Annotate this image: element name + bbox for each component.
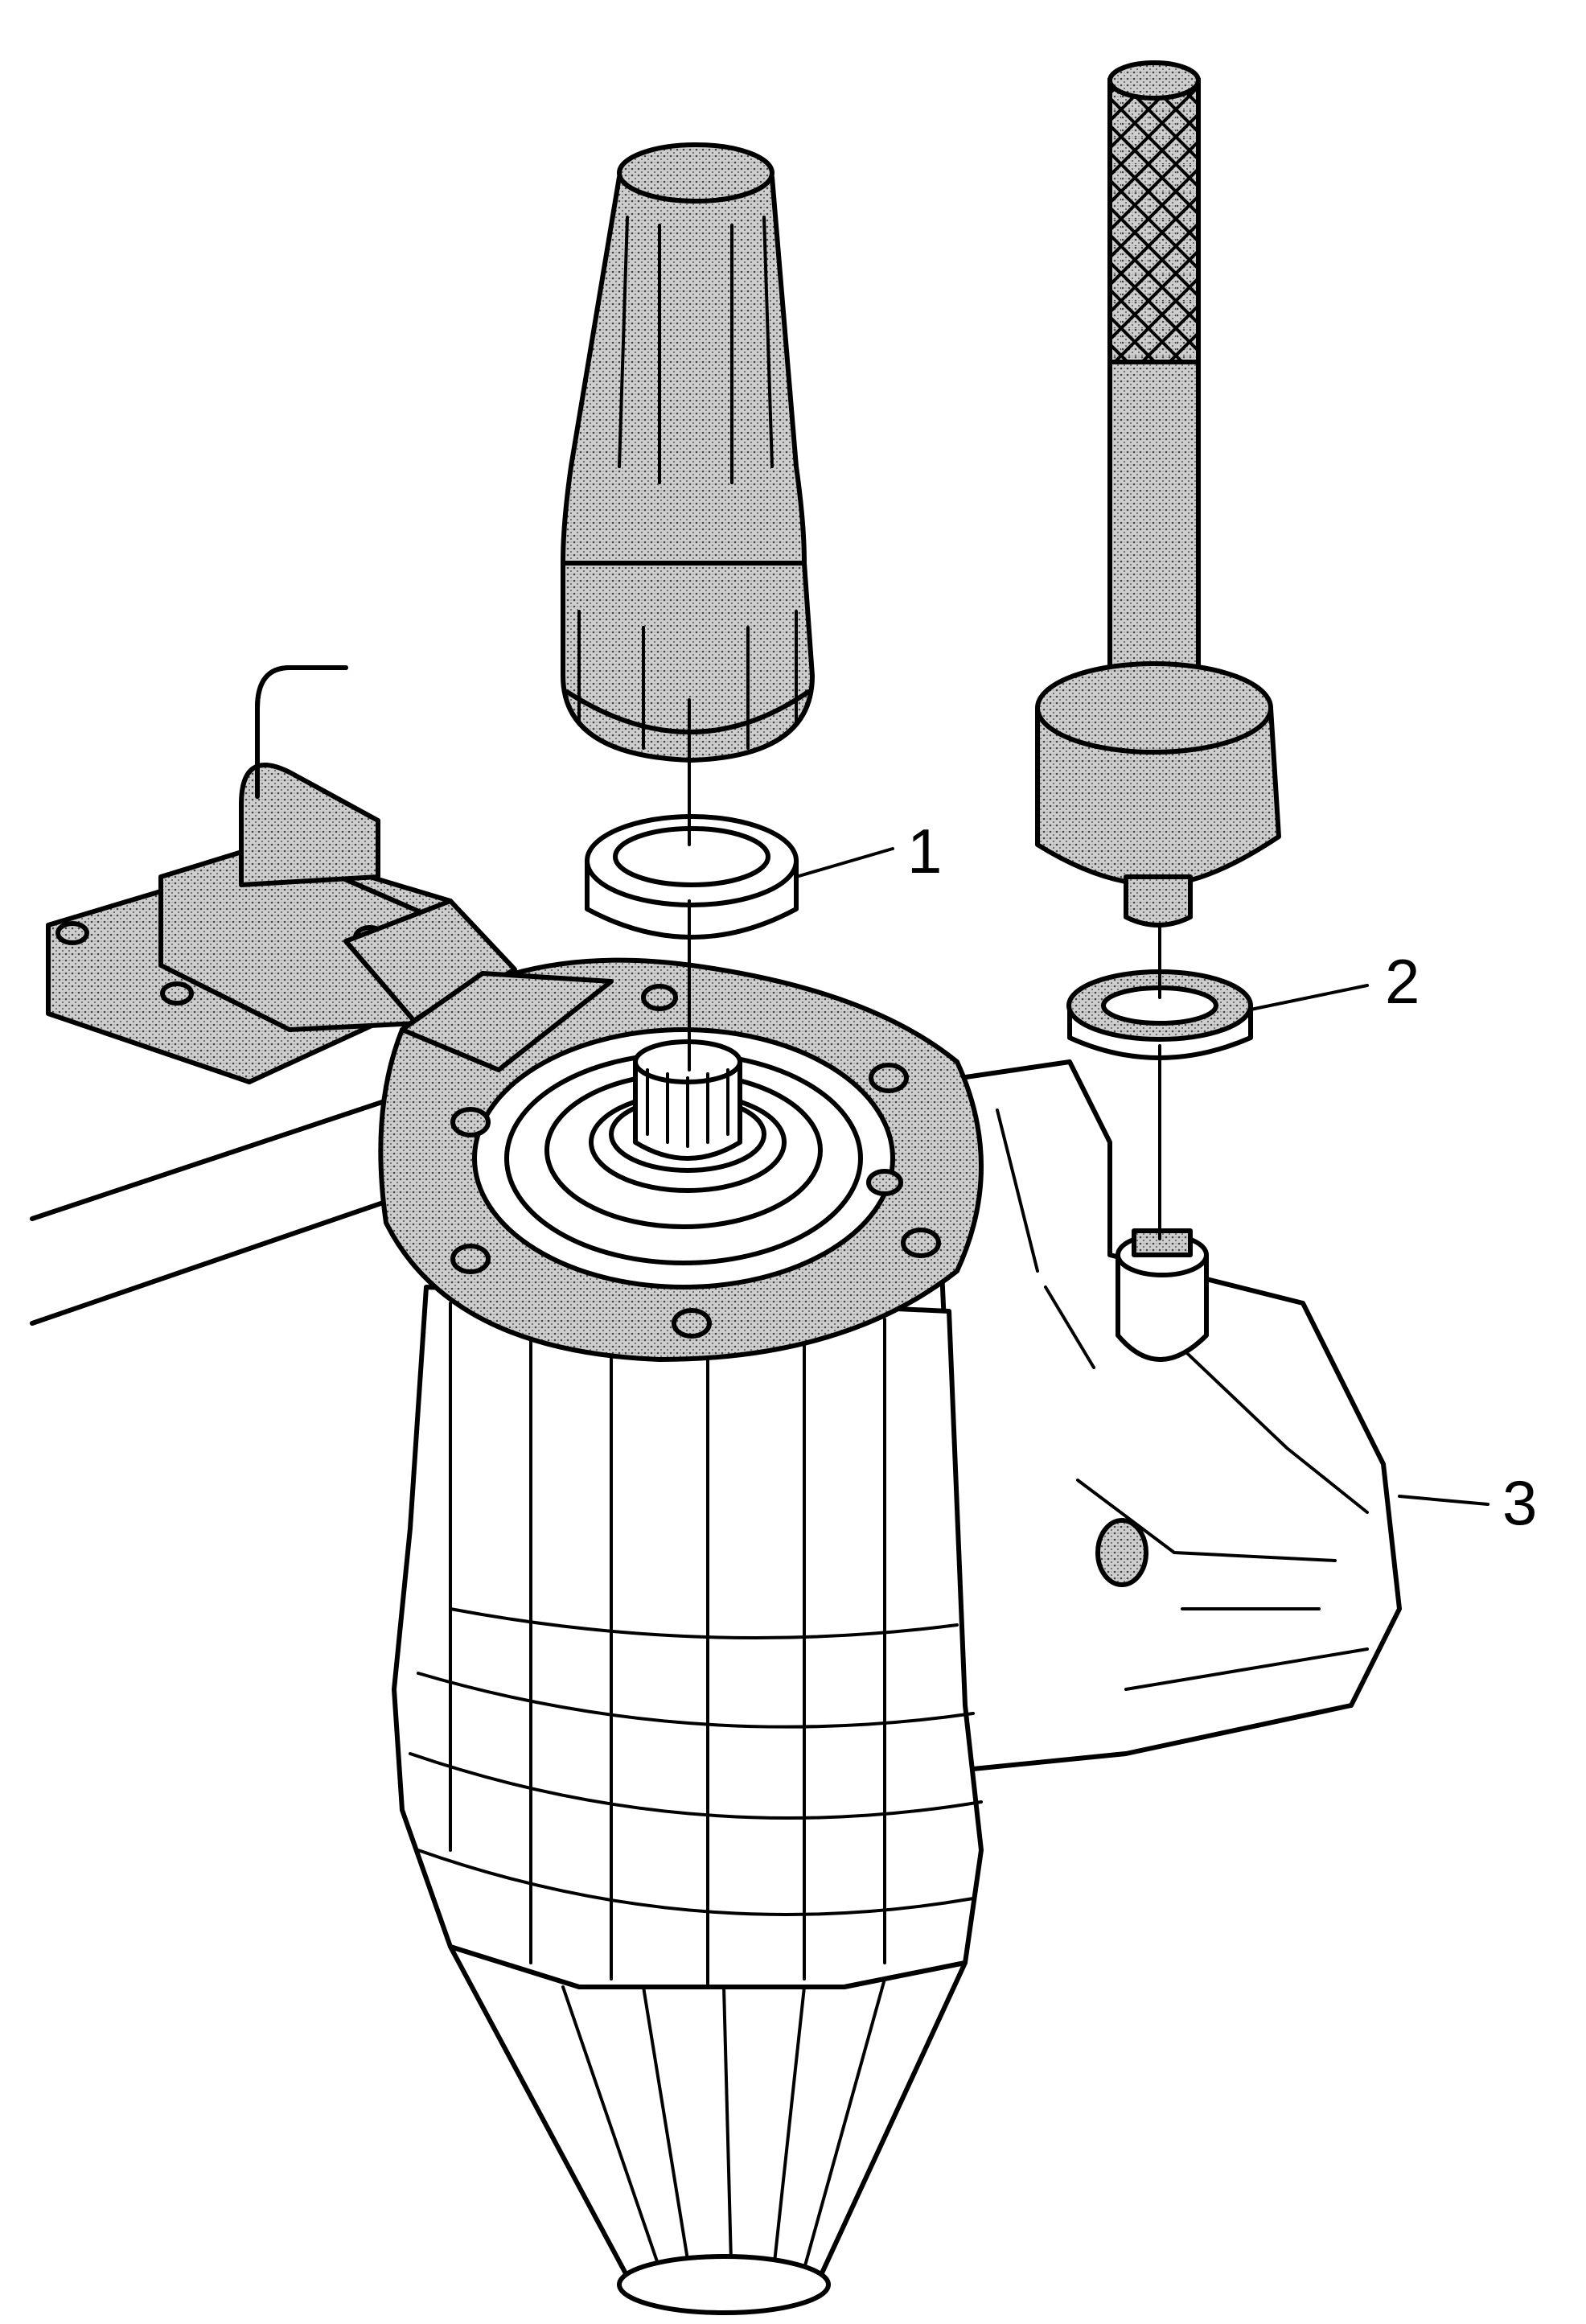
transfer-case-housing (378, 957, 1402, 2315)
holding-fixture (30, 665, 517, 1326)
callout-1-label: 1 (907, 816, 942, 886)
front-output-seal (585, 814, 799, 940)
callout-3-label: 3 (1502, 1467, 1537, 1538)
front-seal-installer-tool (561, 142, 815, 763)
alignment-lines (688, 698, 1161, 1240)
callout-leaders (795, 847, 1489, 1506)
callout-2-label: 2 (1385, 946, 1420, 1017)
rear-output-seal (1066, 969, 1253, 1060)
rear-seal-installer-tool (1035, 60, 1281, 928)
